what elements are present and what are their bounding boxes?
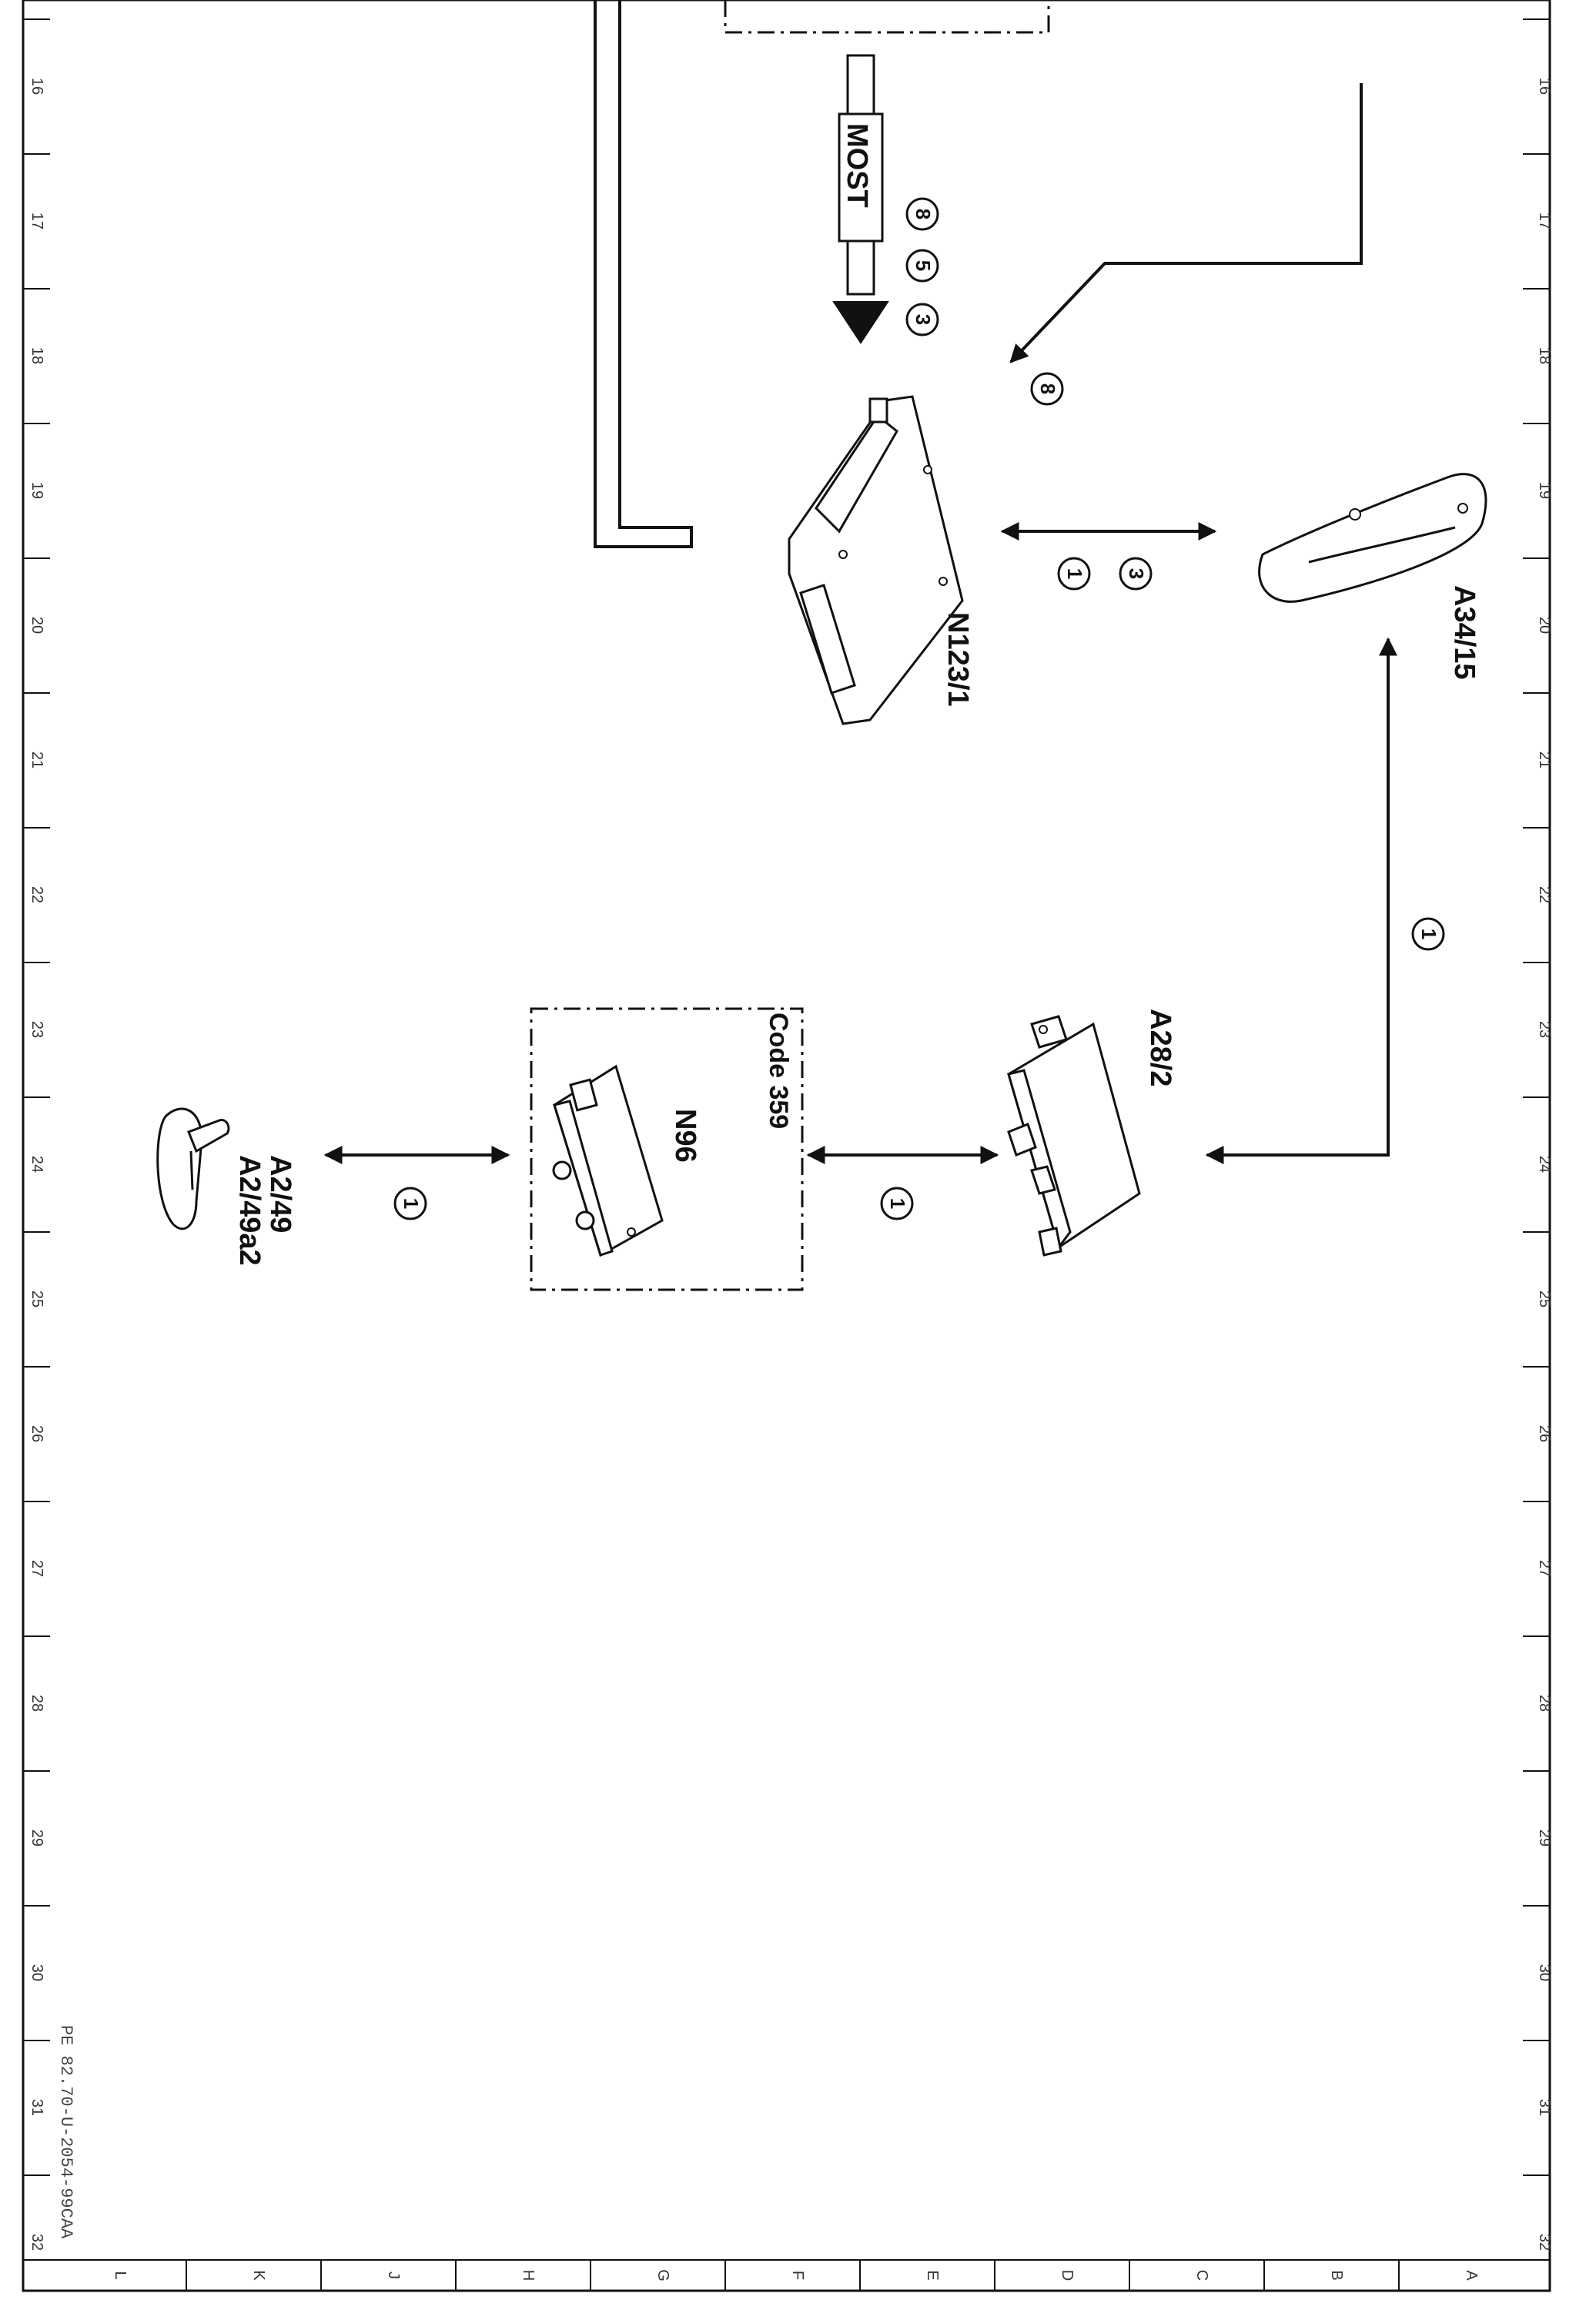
row-number: 30 bbox=[1536, 1964, 1553, 1981]
row-number: 19 bbox=[1536, 482, 1553, 499]
row-number: 18 bbox=[28, 347, 45, 364]
a2-49-antenna bbox=[156, 1107, 230, 1230]
row-number: 17 bbox=[1536, 213, 1553, 229]
link-circle-1-n96-a28: 1 bbox=[880, 1187, 914, 1220]
svg-text:1: 1 bbox=[1063, 568, 1086, 579]
link-circle-3-n123-a34: 3 bbox=[1119, 557, 1153, 591]
row-number: 29 bbox=[1536, 1830, 1553, 1846]
column-letter: B bbox=[1328, 2270, 1345, 2280]
link-circle-1-n123-a34: 1 bbox=[1057, 557, 1091, 591]
code-359-label: Code 359 bbox=[764, 1013, 793, 1129]
a2-49a2-label: A2/49a2 bbox=[233, 1155, 266, 1266]
n96-module bbox=[552, 1064, 664, 1257]
row-number: 30 bbox=[28, 1964, 45, 1981]
most-circle-8: 8 bbox=[905, 197, 939, 231]
column-letter: F bbox=[789, 2271, 806, 2280]
n123-1-module bbox=[788, 395, 964, 725]
most-circle-3: 3 bbox=[905, 303, 939, 336]
row-number: 27 bbox=[1536, 1560, 1553, 1577]
most-circle-5: 5 bbox=[905, 249, 939, 283]
column-letter: E bbox=[924, 2270, 941, 2280]
upper-dashed-box-edge bbox=[724, 0, 1050, 34]
column-letter: G bbox=[654, 2269, 671, 2282]
most-bus-arrow: MOST bbox=[832, 54, 889, 344]
a34-15-antenna bbox=[1258, 473, 1487, 603]
sheet-frame bbox=[22, 0, 1551, 2292]
svg-text:3: 3 bbox=[1125, 568, 1148, 579]
row-number: 24 bbox=[28, 1156, 45, 1173]
top-left-wire bbox=[594, 0, 693, 548]
column-letter: D bbox=[1059, 2270, 1076, 2281]
row-number: 26 bbox=[28, 1425, 45, 1442]
row-number: 31 bbox=[28, 2099, 45, 2116]
svg-text:1: 1 bbox=[1417, 929, 1440, 939]
row-number: 16 bbox=[1536, 78, 1553, 95]
n96-label: N96 bbox=[669, 1109, 701, 1163]
row-number: 32 bbox=[28, 2234, 45, 2251]
svg-text:1: 1 bbox=[886, 1198, 909, 1209]
column-letter: C bbox=[1193, 2270, 1210, 2281]
svg-text:8: 8 bbox=[1036, 383, 1059, 394]
link-a34-a28 bbox=[1205, 637, 1397, 1164]
row-number: 21 bbox=[28, 752, 45, 768]
most-label: MOST bbox=[841, 123, 873, 208]
row-number: 29 bbox=[28, 1830, 45, 1846]
row-number: 26 bbox=[1536, 1425, 1553, 1442]
row-number: 23 bbox=[28, 1021, 45, 1038]
row-numbers-left: 16 17 18 19 20 21 22 23 24 25 26 27 28 2… bbox=[28, 78, 45, 2251]
a28-2-module bbox=[1007, 1015, 1141, 1257]
svg-text:8: 8 bbox=[912, 209, 935, 219]
svg-text:5: 5 bbox=[912, 260, 935, 271]
column-ticks bbox=[186, 2260, 1400, 2291]
link-circle-1-a2-n96: 1 bbox=[393, 1187, 427, 1220]
column-letter: H bbox=[520, 2270, 537, 2281]
row-number: 25 bbox=[28, 1291, 45, 1307]
row-ticks bbox=[23, 18, 1550, 2176]
row-number: 31 bbox=[1536, 2099, 1553, 2116]
row-number: 16 bbox=[28, 78, 45, 95]
a34-15-label: A34/15 bbox=[1448, 585, 1481, 680]
row-number: 32 bbox=[1536, 2234, 1553, 2251]
signal-line-to-n123 bbox=[1009, 83, 1363, 363]
row-number: 22 bbox=[28, 886, 45, 903]
row-number: 27 bbox=[28, 1560, 45, 1577]
row-number: 23 bbox=[1536, 1021, 1553, 1038]
arrow-circle-8: 8 bbox=[1030, 372, 1064, 406]
column-letter: A bbox=[1463, 2270, 1480, 2281]
column-letter: K bbox=[250, 2270, 267, 2281]
a2-49-label: A2/49 bbox=[264, 1155, 296, 1233]
row-numbers-right: 16 17 18 19 20 21 22 23 24 25 26 27 28 2… bbox=[1536, 78, 1553, 2251]
column-letter: L bbox=[112, 2271, 129, 2279]
row-number: 25 bbox=[1536, 1291, 1553, 1307]
n123-1-label: N123/1 bbox=[942, 612, 974, 707]
row-number: 24 bbox=[1536, 1156, 1553, 1173]
code-359-dashed-box bbox=[530, 1007, 804, 1291]
svg-text:1: 1 bbox=[400, 1198, 423, 1209]
svg-text:3: 3 bbox=[912, 314, 935, 325]
row-number: 17 bbox=[28, 213, 45, 229]
row-number: 18 bbox=[1536, 347, 1553, 364]
column-letters: L K J H G F E D C B A bbox=[112, 2269, 1480, 2282]
row-number: 28 bbox=[1536, 1695, 1553, 1712]
column-letter: J bbox=[385, 2272, 402, 2279]
row-number: 28 bbox=[28, 1695, 45, 1712]
row-number: 19 bbox=[28, 482, 45, 499]
row-number: 20 bbox=[1536, 617, 1553, 634]
sheet-reference: PE 82.70-U-2054-99CAA bbox=[56, 2025, 75, 2239]
row-number: 22 bbox=[1536, 886, 1553, 903]
a28-2-label: A28/2 bbox=[1144, 1009, 1176, 1086]
row-number: 20 bbox=[28, 617, 45, 634]
link-circle-1-a34-a28: 1 bbox=[1411, 917, 1445, 951]
row-number: 21 bbox=[1536, 752, 1553, 768]
